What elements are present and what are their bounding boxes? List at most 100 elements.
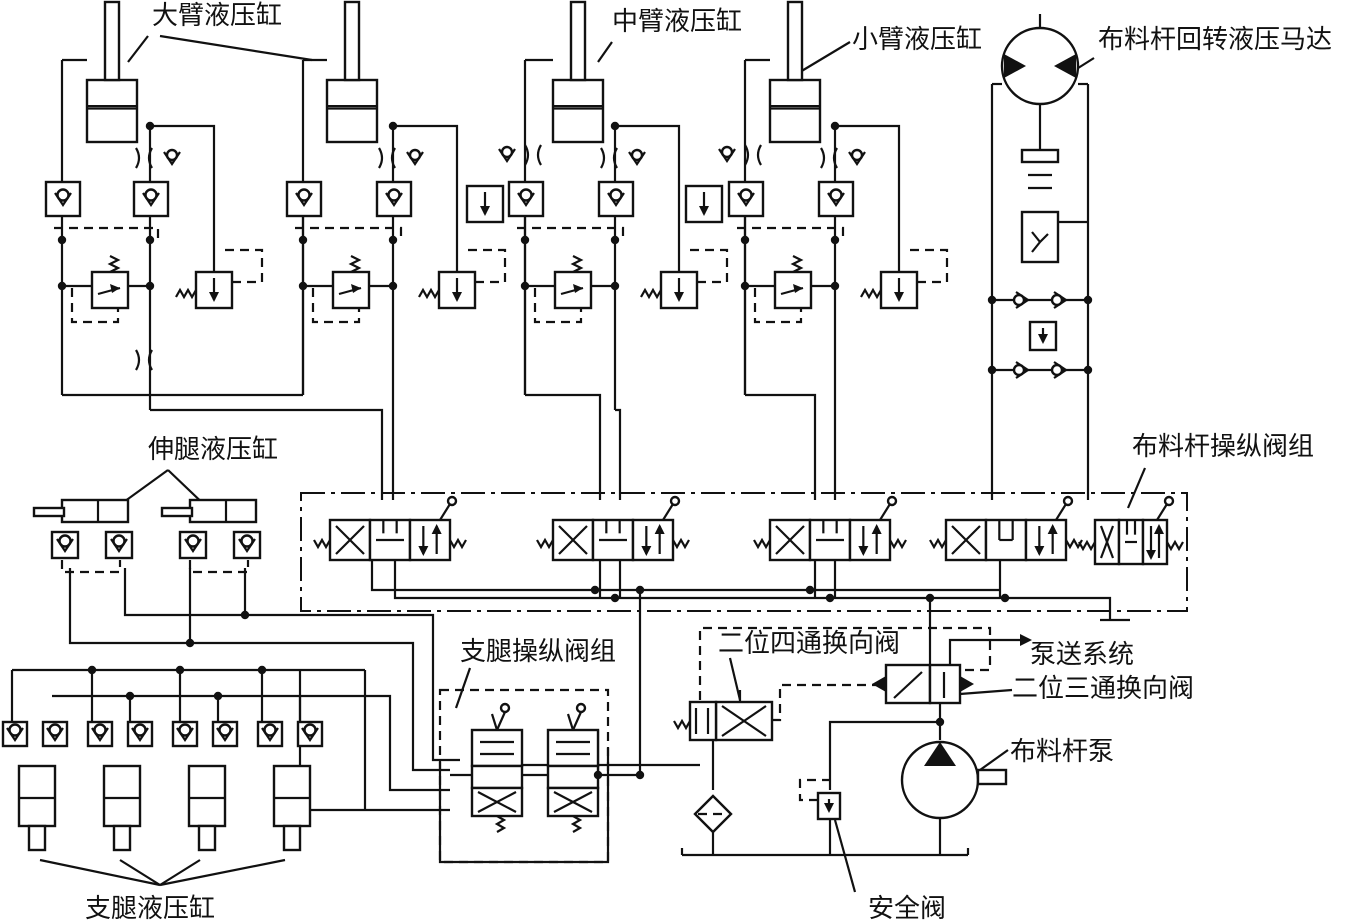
label-two-pos-four-way-valve: 二位四通换向阀 xyxy=(718,629,900,659)
spool-lever xyxy=(439,503,451,521)
throttle xyxy=(820,147,838,169)
check-ball xyxy=(850,148,864,162)
outrigger-valve-group-frame xyxy=(438,688,610,864)
label-outrigger-valve-group: 支腿操纵阀组 xyxy=(460,637,616,667)
cylinder-rod xyxy=(343,0,361,82)
check-ball xyxy=(263,723,277,737)
spool-spring xyxy=(672,537,690,550)
sequence-valve xyxy=(640,270,699,310)
junction-dot xyxy=(987,365,997,375)
throttle-left xyxy=(820,147,826,169)
valve-mid xyxy=(546,764,600,790)
check-ball xyxy=(739,188,753,202)
pump-arrow xyxy=(924,742,956,766)
leader-line xyxy=(1126,467,1147,509)
cylinder-barrel xyxy=(768,78,822,144)
spool-lever-knob xyxy=(886,495,898,507)
valve-spring xyxy=(790,255,804,273)
balance-valve xyxy=(684,184,724,224)
junction-dot xyxy=(145,235,155,245)
check-ball xyxy=(720,145,734,159)
pipe xyxy=(393,560,1112,620)
check-valve xyxy=(848,148,866,166)
junction-dot xyxy=(57,281,67,291)
junction-dot xyxy=(213,691,223,701)
check-valve xyxy=(171,720,199,748)
pipe xyxy=(68,568,450,772)
extend-leg-cylinder-2 xyxy=(160,498,258,524)
valve-arrowhead xyxy=(674,292,684,302)
spool-lever xyxy=(879,503,891,521)
check-valve xyxy=(211,720,239,748)
valve-arrowhead xyxy=(699,206,709,216)
junction-dot xyxy=(610,281,620,291)
junction-dot xyxy=(610,235,620,245)
check-ball xyxy=(519,188,533,202)
throttle xyxy=(744,144,762,166)
leader-line xyxy=(728,657,742,701)
pipe xyxy=(615,408,622,500)
outrigger-directional-valve-2 xyxy=(546,702,600,833)
check-valve xyxy=(296,720,324,748)
check-ball xyxy=(144,188,158,202)
leg-barrel xyxy=(60,498,130,524)
pipelines xyxy=(10,34,1147,893)
outrigger-cylinder-3 xyxy=(187,764,227,852)
sequence-valve xyxy=(418,270,477,310)
hydraulic-directional-valve xyxy=(1078,495,1184,566)
check-valve xyxy=(817,180,855,218)
throttle-left xyxy=(378,147,384,169)
junction-dot xyxy=(987,295,997,305)
check-ball xyxy=(48,723,62,737)
valve-arrowhead xyxy=(209,292,219,302)
check-ball xyxy=(1050,363,1064,377)
pipe xyxy=(150,408,384,500)
cylinder-barrel xyxy=(325,78,379,144)
pilot-line xyxy=(737,226,845,240)
check-valve xyxy=(178,530,208,560)
check-valve xyxy=(1012,291,1030,309)
motor-arrow xyxy=(1054,54,1076,78)
throttle xyxy=(135,147,153,169)
junction-dot xyxy=(520,281,530,291)
pipe xyxy=(948,638,1020,665)
spool-position xyxy=(631,518,675,562)
leader-line xyxy=(979,749,1009,771)
spool-position xyxy=(1024,518,1068,562)
throttle-right xyxy=(390,147,396,169)
spool-arrowhead xyxy=(858,546,869,556)
valve-arrowhead xyxy=(110,284,120,293)
check-valve xyxy=(285,180,323,218)
junction-dot xyxy=(1083,295,1093,305)
leader-line xyxy=(799,41,851,73)
label-boom1-cylinder: 大臂液压缸 xyxy=(152,1,282,31)
spool-spring xyxy=(889,537,907,550)
junction-dot xyxy=(593,770,603,780)
pipe xyxy=(828,720,940,790)
spool-lever-knob xyxy=(1062,495,1074,507)
throttle-left xyxy=(135,349,141,371)
outrigger-barrel xyxy=(187,764,227,828)
check-valve xyxy=(628,148,646,166)
junction-dot xyxy=(185,638,195,648)
cylinder-rod xyxy=(786,0,804,82)
spool-arrowhead xyxy=(1146,550,1156,560)
check-ball xyxy=(609,188,623,202)
outrigger-cylinder-4 xyxy=(272,764,312,852)
sequence-valve xyxy=(175,270,234,310)
check-ball xyxy=(218,723,232,737)
valve-arrowhead xyxy=(824,803,834,813)
pilot-line xyxy=(54,226,160,240)
label-pumping-system: 泵送系统 xyxy=(1030,640,1134,670)
outrigger-cylinder-2 xyxy=(102,764,142,852)
label-boom2-cylinder: 中臂液压缸 xyxy=(612,7,742,37)
check-valve xyxy=(163,148,181,166)
spool-spring xyxy=(1166,539,1184,552)
valve-group-border xyxy=(438,688,610,864)
check-ball xyxy=(93,723,107,737)
check-ball xyxy=(8,723,22,737)
relief-valve xyxy=(90,255,130,310)
valve-spring xyxy=(640,287,662,300)
boom3-directional-valve xyxy=(753,495,907,562)
pressure-valve-body xyxy=(1028,320,1058,352)
